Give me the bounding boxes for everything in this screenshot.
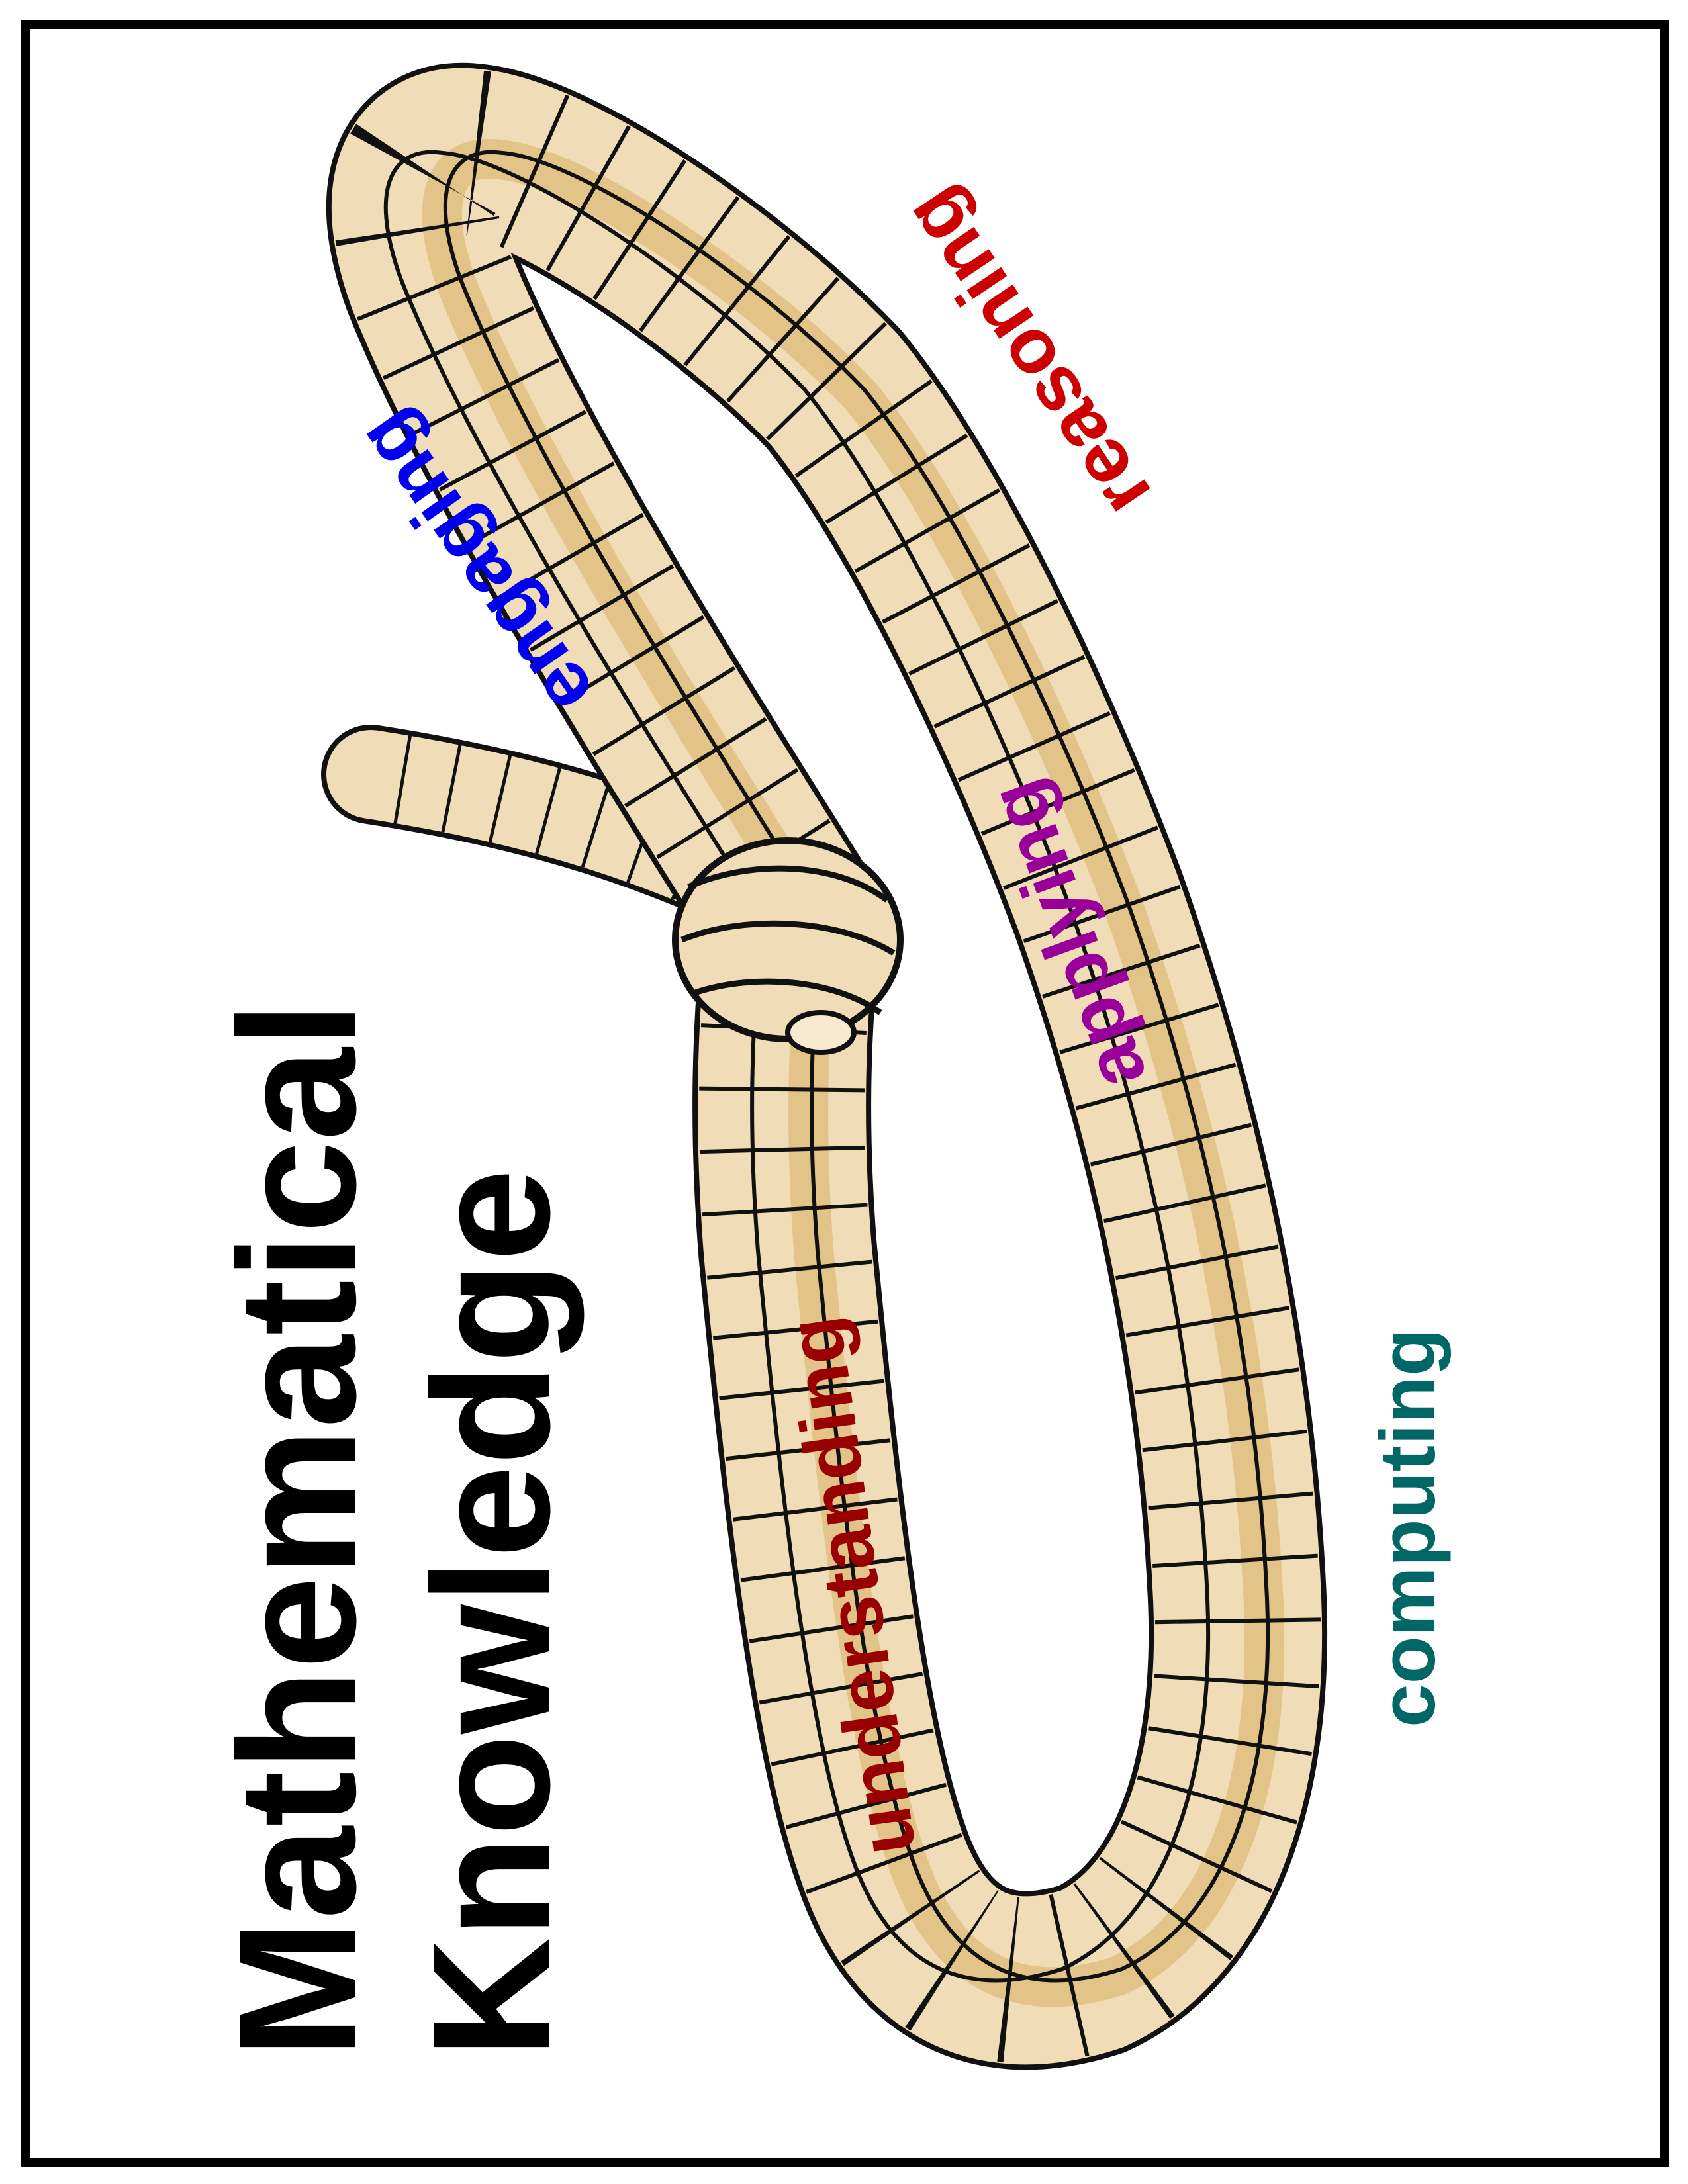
rope-knot [672,837,904,1055]
title-line-mathematical: Mathematical [205,1001,391,2058]
label-computing: computing [1364,1328,1452,1727]
title-line-knowledge: Knowledge [399,1168,585,2058]
